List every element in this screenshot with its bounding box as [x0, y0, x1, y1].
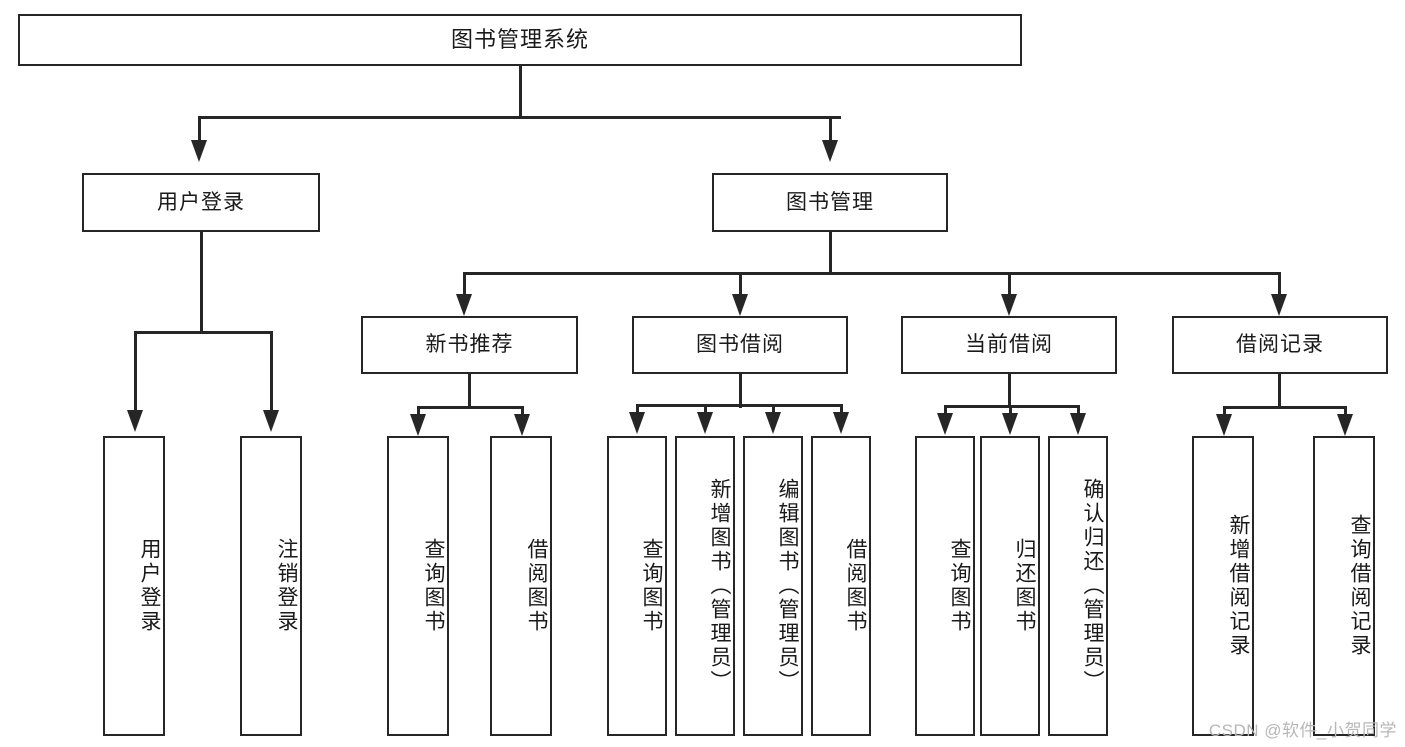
connector-record-bus	[1223, 406, 1346, 409]
arrow-newbook-leaf2	[514, 414, 530, 436]
arrow-current-leaf1	[937, 413, 953, 435]
node-label: 用户登录	[138, 538, 161, 634]
leaf-borrow-book[interactable]: 借阅图书	[811, 436, 871, 736]
node-label: 查询借阅记录	[1348, 514, 1371, 658]
node-label: 新增图书（管理员）	[708, 478, 731, 694]
node-book-management[interactable]: 图书管理	[712, 173, 948, 232]
node-label: 新增借阅记录	[1227, 514, 1250, 658]
leaf-add-book-admin[interactable]: 新增图书（管理员）	[675, 436, 735, 736]
connector-current-bus	[944, 405, 1079, 408]
leaf-logout[interactable]: 注销登录	[240, 436, 302, 736]
leaf-query-book-borrow[interactable]: 查询图书	[607, 436, 667, 736]
connector-current-leaf1	[944, 405, 947, 417]
leaf-borrow-book-recommend[interactable]: 借阅图书	[490, 436, 552, 736]
arrow-record-leaf2	[1337, 414, 1353, 436]
arrow-root-to-bookmgmt	[822, 140, 838, 162]
node-book-borrow[interactable]: 图书借阅	[632, 316, 848, 374]
node-new-book-recommend[interactable]: 新书推荐	[361, 316, 578, 374]
node-label: 归还图书	[1013, 538, 1036, 634]
node-label: 确认归还（管理员）	[1081, 478, 1104, 694]
node-label: 图书管理	[786, 190, 874, 214]
node-root-system[interactable]: 图书管理系统	[18, 14, 1022, 66]
connector-newbook-leaf1	[417, 406, 420, 418]
connector-userlogin-bus	[134, 331, 272, 334]
node-label: 查询图书	[640, 538, 663, 634]
arrow-userlogin-leaf2	[263, 410, 279, 432]
connector-bookmgmt-to-newbook	[463, 272, 466, 297]
leaf-user-login[interactable]: 用户登录	[103, 436, 165, 736]
arrow-current-leaf3	[1070, 413, 1086, 435]
arrow-record-leaf1	[1216, 414, 1232, 436]
arrow-borrow-leaf3	[765, 412, 781, 434]
node-label: 借阅记录	[1236, 333, 1324, 357]
connector-root-stem	[519, 66, 522, 117]
watermark: CSDN @软件_小贺同学	[1208, 721, 1397, 740]
arrow-bookmgmt-to-borrow	[732, 294, 748, 316]
arrow-root-to-userlogin	[191, 140, 207, 162]
node-label: 新书推荐	[425, 333, 514, 357]
connector-current-leaf2	[1009, 405, 1012, 417]
arrow-borrow-leaf4	[833, 412, 849, 434]
connector-borrow-leaf1	[636, 404, 639, 416]
node-current-borrow[interactable]: 当前借阅	[901, 316, 1117, 374]
connector-borrow-bus	[636, 404, 842, 407]
arrow-newbook-leaf1	[410, 414, 426, 436]
connector-root-to-bookmgmt	[829, 116, 832, 143]
node-label: 借阅图书	[525, 538, 548, 634]
connector-bookmgmt-bus	[463, 272, 1281, 275]
connector-root-to-userlogin	[198, 116, 201, 143]
leaf-query-book-current[interactable]: 查询图书	[915, 436, 975, 736]
connector-borrow-leaf2	[704, 404, 707, 416]
leaf-confirm-return-admin[interactable]: 确认归还（管理员）	[1048, 436, 1108, 736]
leaf-return-book[interactable]: 归还图书	[980, 436, 1040, 736]
leaf-query-borrow-record[interactable]: 查询借阅记录	[1313, 436, 1375, 736]
connector-root-bus	[198, 116, 841, 119]
leaf-query-book-recommend[interactable]: 查询图书	[387, 436, 449, 736]
node-label: 图书管理系统	[450, 26, 589, 52]
connector-bookmgmt-to-record	[1278, 272, 1281, 297]
connector-newbook-leaf2	[521, 406, 524, 418]
connector-newbook-bus	[417, 406, 523, 409]
connector-userlogin-leaf1	[134, 331, 137, 413]
arrow-borrow-leaf1	[629, 412, 645, 434]
node-user-login[interactable]: 用户登录	[82, 173, 320, 232]
arrow-bookmgmt-to-record	[1271, 294, 1287, 316]
connector-bookmgmt-stem	[829, 232, 832, 274]
arrow-current-leaf2	[1002, 413, 1018, 435]
connector-borrow-stem	[739, 374, 742, 408]
connector-record-stem	[1278, 374, 1281, 408]
node-label: 借阅图书	[844, 538, 867, 634]
node-label: 用户登录	[157, 190, 245, 214]
connector-bookmgmt-to-borrow	[739, 272, 742, 297]
connector-current-leaf3	[1077, 405, 1080, 417]
node-label: 当前借阅	[965, 333, 1053, 357]
connector-newbook-stem	[468, 374, 471, 408]
connector-current-stem	[1008, 374, 1011, 408]
arrow-borrow-leaf2	[697, 412, 713, 434]
node-label: 编辑图书（管理员）	[776, 478, 799, 694]
arrow-bookmgmt-to-newbook	[456, 294, 472, 316]
connector-record-leaf2	[1344, 406, 1347, 418]
arrow-bookmgmt-to-current	[1001, 294, 1017, 316]
connector-userlogin-leaf2	[270, 331, 273, 413]
arrow-userlogin-leaf1	[127, 410, 143, 432]
connector-borrow-leaf4	[840, 404, 843, 416]
connector-userlogin-stem	[200, 232, 203, 333]
node-label: 图书借阅	[696, 333, 784, 357]
node-borrow-record[interactable]: 借阅记录	[1172, 316, 1388, 374]
connector-bookmgmt-to-current	[1008, 272, 1011, 297]
node-label: 查询图书	[948, 538, 971, 634]
leaf-edit-book-admin[interactable]: 编辑图书（管理员）	[743, 436, 803, 736]
leaf-add-borrow-record[interactable]: 新增借阅记录	[1192, 436, 1254, 736]
connector-borrow-leaf3	[772, 404, 775, 416]
node-label: 注销登录	[275, 538, 298, 634]
node-label: 查询图书	[422, 538, 445, 634]
connector-record-leaf1	[1223, 406, 1226, 418]
